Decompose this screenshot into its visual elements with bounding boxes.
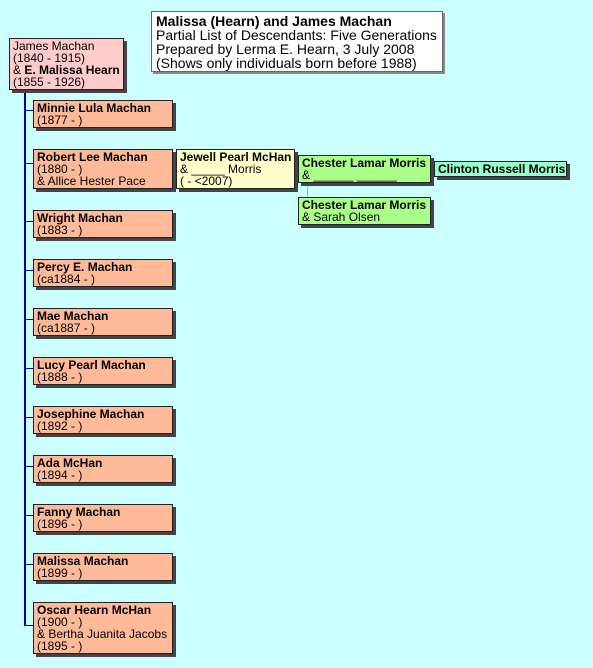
child-spouse-dates: (1895 - ) xyxy=(37,639,83,653)
child-box-lucy[interactable]: Lucy Pearl Machan (1888 - ) xyxy=(33,357,173,385)
grandchild-box-jewell[interactable]: Jewell Pearl McHan & _____ Morris ( - <2… xyxy=(176,149,295,189)
child-connector xyxy=(26,270,34,271)
child-name: Lucy Pearl Machan xyxy=(37,358,146,372)
child-name: Mae Machan xyxy=(37,309,109,323)
child-name: Wright Machan xyxy=(37,211,123,225)
child-name: Fanny Machan xyxy=(37,505,121,519)
child-name: Oscar Hearn McHan xyxy=(37,603,152,617)
child-dates: (1894 - ) xyxy=(37,468,83,482)
child-dates: (1896 - ) xyxy=(37,517,83,531)
spouse-prefix: & xyxy=(13,63,25,77)
child-box-mae[interactable]: Mae Machan (ca1887 - ) xyxy=(33,308,173,336)
generation2-connector xyxy=(172,163,176,164)
child-name: Minnie Lula Machan xyxy=(37,101,152,115)
generation1-trunk-line xyxy=(24,90,26,626)
great-grandchild-spouse: & Sarah Olsen xyxy=(302,210,381,224)
child-dates: (1880 - ) xyxy=(37,162,83,176)
child-box-percy[interactable]: Percy E. Machan (ca1884 - ) xyxy=(33,259,173,287)
child-spouse: & Allice Hester Pace xyxy=(37,174,146,188)
child-box-josephine[interactable]: Josephine Machan (1892 - ) xyxy=(33,406,173,434)
root-spouse-name: E. Malissa Hearn xyxy=(24,63,120,77)
child-name: Josephine Machan xyxy=(37,407,145,421)
child-name: Ada McHan xyxy=(37,456,103,470)
great-grandchild-box-chester-1[interactable]: Chester Lamar Morris & ______ ______ xyxy=(298,155,431,183)
child-box-malissa[interactable]: Malissa Machan (1899 - ) xyxy=(33,553,173,581)
child-connector xyxy=(26,319,34,320)
child-connector xyxy=(26,564,34,565)
great-grandchild-name: Chester Lamar Morris xyxy=(302,198,427,212)
root-person-name: James Machan xyxy=(13,39,95,53)
great-great-grandchild-name: Clinton Russell Morris xyxy=(438,162,566,176)
generation3-connector xyxy=(294,169,298,170)
child-dates: (1877 - ) xyxy=(37,113,83,127)
root-spouse-dates: (1855 - 1926) xyxy=(13,75,86,89)
great-grandchild-box-chester-2[interactable]: Chester Lamar Morris & Sarah Olsen xyxy=(298,197,431,225)
child-box-robert[interactable]: Robert Lee Machan (1880 - ) & Allice Hes… xyxy=(33,149,173,189)
child-dates: (1892 - ) xyxy=(37,419,83,433)
great-grandchild-name: Chester Lamar Morris xyxy=(302,156,427,170)
root-person-box[interactable]: James Machan (1840 - 1915) & E. Malissa … xyxy=(9,38,124,90)
child-box-minnie[interactable]: Minnie Lula Machan (1877 - ) xyxy=(33,100,173,128)
chart-title: Malissa (Hearn) and James Machan xyxy=(156,13,392,29)
child-box-wright[interactable]: Wright Machan (1883 - ) xyxy=(33,210,173,238)
child-name: Percy E. Machan xyxy=(37,260,133,274)
great-grandchild-spouse: & ______ ______ xyxy=(302,168,397,182)
child-connector xyxy=(26,163,34,164)
child-dates: (1888 - ) xyxy=(37,370,83,384)
child-name: Malissa Machan xyxy=(37,554,129,568)
chart-title-box: Malissa (Hearn) and James Machan Partial… xyxy=(151,11,443,72)
child-box-fanny[interactable]: Fanny Machan (1896 - ) xyxy=(33,504,173,532)
child-connector xyxy=(26,466,34,467)
child-dates: (ca1887 - ) xyxy=(37,321,96,335)
root-person-dates: (1840 - 1915) xyxy=(13,51,86,65)
grandchild-spouse: & _____ Morris xyxy=(180,162,262,176)
child-connector xyxy=(26,515,34,516)
child-dates: (1883 - ) xyxy=(37,223,83,237)
grandchild-name: Jewell Pearl McHan xyxy=(180,150,292,164)
chart-subtitle: Partial List of Descendants: Five Genera… xyxy=(156,27,437,43)
child-name: Robert Lee Machan xyxy=(37,150,148,164)
child-dates: (1900 - ) xyxy=(37,615,83,629)
child-connector xyxy=(26,417,34,418)
child-connector xyxy=(26,110,34,111)
generation4-connector xyxy=(430,169,434,170)
child-dates: (1899 - ) xyxy=(37,566,83,580)
grandchild-dates: ( - <2007) xyxy=(180,174,233,188)
child-box-oscar[interactable]: Oscar Hearn McHan (1900 - ) & Bertha Jua… xyxy=(33,602,173,654)
root-spouse-line: & E. Malissa Hearn xyxy=(13,64,120,76)
child-box-ada[interactable]: Ada McHan (1894 - ) xyxy=(33,455,173,483)
great-great-grandchild-box-clinton[interactable]: Clinton Russell Morris xyxy=(434,161,567,177)
child-connector xyxy=(26,625,34,626)
child-spouse: & Bertha Juanita Jacobs xyxy=(37,627,168,641)
child-dates: (ca1884 - ) xyxy=(37,272,96,286)
child-connector xyxy=(26,221,34,222)
child-connector xyxy=(26,368,34,369)
generation3-branch-line xyxy=(307,183,308,198)
chart-note: (Shows only individuals born before 1988… xyxy=(156,55,417,71)
chart-author: Prepared by Lerma E. Hearn, 3 July 2008 xyxy=(156,41,415,57)
